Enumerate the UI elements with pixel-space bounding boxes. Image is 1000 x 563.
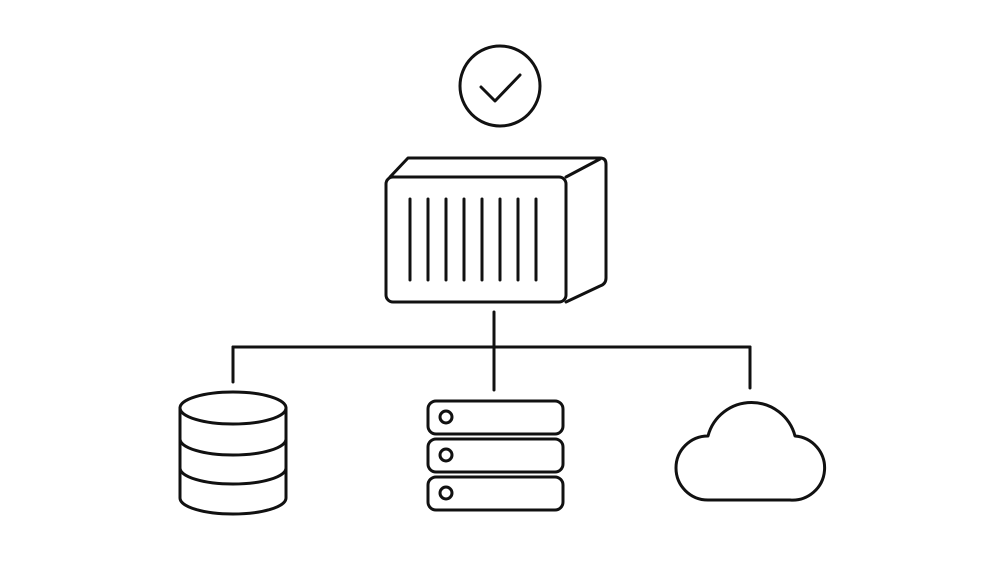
cloud-icon <box>674 401 827 502</box>
container-ribs <box>408 197 538 282</box>
connector-lines <box>231 310 752 392</box>
check-circle-icon <box>458 44 542 128</box>
server-stack-icon <box>426 399 565 512</box>
shipping-container-icon <box>384 156 608 304</box>
database-icon <box>178 390 288 516</box>
